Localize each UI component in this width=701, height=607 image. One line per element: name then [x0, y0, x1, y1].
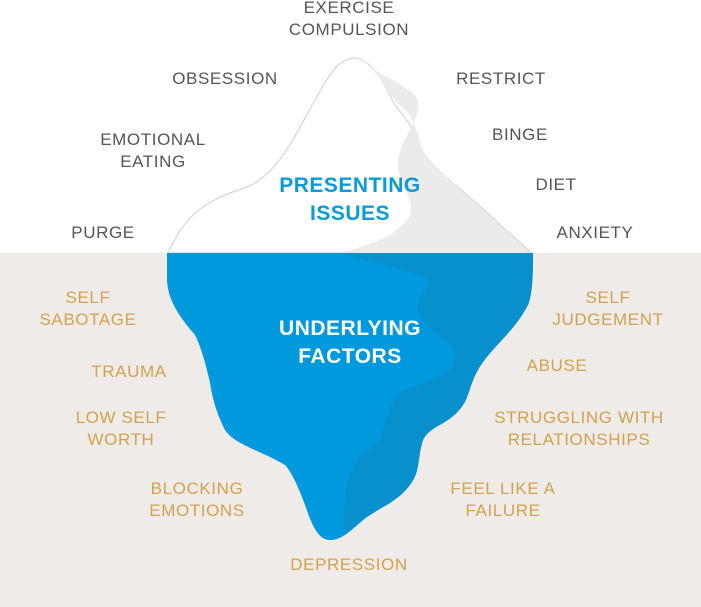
iceberg-tip-shadow — [340, 68, 531, 253]
label-restrict: RESTRICT — [456, 69, 546, 88]
label-purge: PURGE — [71, 223, 135, 242]
label-diet: DIET — [535, 175, 577, 194]
label-emotional-eating: EMOTIONAL EATING — [100, 130, 206, 171]
label-anxiety: ANXIETY — [556, 223, 634, 242]
heading-line: ISSUES — [309, 202, 391, 225]
label-low-self-worth: LOW SELF WORTH — [75, 408, 167, 449]
label-struggling-with-relationships: STRUGGLING WITH RELATIONSHIPS — [494, 408, 664, 449]
heading-line: PRESENTING — [279, 174, 421, 197]
underlying-factors-heading: UNDERLYING FACTORS — [279, 315, 421, 371]
label-self-sabotage: SELF SABOTAGE — [39, 288, 137, 329]
label-feel-like-a-failure: FEEL LIKE A FAILURE — [450, 479, 556, 520]
label-blocking-emotions: BLOCKING EMOTIONS — [149, 479, 245, 520]
heading-line: UNDERLYING — [279, 317, 421, 340]
iceberg-underwater-shadow — [340, 253, 533, 535]
label-obsession: OBSESSION — [172, 69, 278, 88]
label-exercise-compulsion: EXERCISE COMPULSION — [288, 0, 410, 39]
heading-line: FACTORS — [298, 345, 402, 368]
label-abuse: ABUSE — [526, 356, 588, 375]
label-binge: BINGE — [492, 125, 548, 144]
label-self-judgement: SELF JUDGEMENT — [552, 288, 664, 329]
label-trauma: TRAUMA — [91, 362, 167, 381]
presenting-issues-heading: PRESENTING ISSUES — [279, 172, 421, 228]
label-depression: DEPRESSION — [290, 555, 408, 574]
